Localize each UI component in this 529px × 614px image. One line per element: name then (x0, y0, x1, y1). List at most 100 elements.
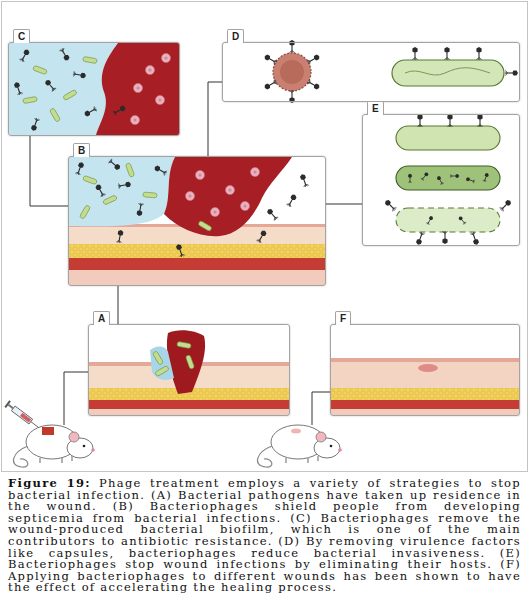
healed-skin-illustration (331, 358, 519, 362)
septicemia-illustration (116, 230, 123, 244)
host-lysis-illustration (363, 114, 519, 246)
capsule-illustration (273, 53, 311, 91)
biofilm-illustration (33, 65, 48, 74)
septicemia-illustration (69, 157, 325, 285)
biofilm-illustration (96, 43, 179, 135)
healed-skin-illustration (331, 362, 519, 388)
host-lysis-illustration (450, 174, 459, 178)
septicemia-illustration (286, 194, 297, 208)
septicemia-illustration (69, 244, 325, 258)
septicemia-illustration (103, 195, 118, 205)
septicemia-illustration (83, 175, 98, 184)
septicemia-illustration (241, 202, 250, 211)
septicemia-illustration (186, 192, 195, 201)
biofilm-illustration (146, 66, 155, 75)
connector-line (208, 82, 222, 156)
mouse-healed (291, 429, 301, 434)
host-lysis-illustration (396, 166, 500, 190)
connector-line (118, 286, 119, 324)
septicemia-illustration (196, 171, 205, 180)
biofilm-illustration (73, 71, 87, 78)
septicemia-illustration (266, 208, 278, 221)
infected-wound-illustration (89, 400, 289, 409)
septicemia-illustration (251, 168, 260, 177)
septicemia-illustration (143, 192, 157, 198)
biofilm-illustration (113, 105, 127, 116)
capsule-illustration (444, 47, 449, 60)
septicemia-illustration (118, 181, 132, 188)
host-lysis-illustration (363, 115, 519, 245)
panel-box: E (362, 114, 520, 246)
biofilm-illustration (19, 49, 30, 63)
septicemia-illustration (69, 270, 325, 285)
healed-skin-illustration (331, 388, 519, 400)
septicemia-illustration (154, 165, 168, 176)
host-lysis-illustration (447, 114, 452, 127)
host-lysis-illustration (442, 231, 447, 244)
leader-line (64, 372, 89, 425)
mouse-healed (286, 456, 318, 463)
capsule-illustration (405, 68, 490, 75)
septicemia-illustration (300, 173, 309, 187)
host-lysis-illustration (436, 175, 444, 185)
syringe (20, 413, 31, 423)
leader-line (312, 392, 331, 425)
healed-skin-illustration (331, 325, 519, 415)
host-lysis-illustration (420, 172, 429, 181)
mouse-treated (13, 425, 94, 467)
capsule-illustration (476, 47, 481, 60)
infected-wound-illustration (155, 365, 170, 376)
capsule-illustration (392, 60, 504, 86)
septicemia-illustration (75, 161, 84, 175)
infected-wound-illustration (185, 355, 194, 370)
infected-wound-illustration (152, 351, 163, 366)
mouse-healed (338, 448, 342, 452)
host-lysis-illustration (384, 199, 397, 212)
biofilm-illustration (14, 81, 23, 95)
biofilm-illustration (44, 79, 56, 92)
mouse-treated (91, 448, 95, 452)
septicemia-illustration (95, 184, 106, 198)
mouse-treated (13, 446, 28, 467)
capsule-illustration (307, 79, 321, 90)
biofilm-illustration (9, 43, 179, 135)
mouse-treated (69, 432, 79, 442)
septicemia-illustration (108, 159, 121, 171)
panel-letter: C (13, 29, 30, 43)
infected-wound-illustration (89, 325, 289, 415)
mouse-treated (83, 445, 86, 448)
caption-text: Phage treatment employs a variety of str… (8, 476, 521, 594)
infected-wound-illustration (89, 409, 289, 415)
panel-letter: A (93, 311, 110, 325)
healed-skin-illustration (331, 409, 519, 415)
panel-box: B (68, 156, 326, 286)
biofilm-illustration (84, 106, 98, 117)
capsule-illustration (223, 40, 519, 103)
septicemia-illustration (136, 203, 143, 217)
biofilm-illustration (131, 116, 140, 125)
panel-letter: E (367, 101, 384, 115)
panel-box: D (222, 42, 520, 102)
panel-letter: D (227, 29, 244, 43)
septicemia-illustration (198, 220, 213, 231)
infected-wound-illustration (150, 346, 174, 380)
biofilm-illustration (49, 108, 60, 123)
healed-skin-illustration (331, 325, 519, 415)
biofilm-illustration (162, 54, 171, 63)
host-lysis-illustration (396, 126, 500, 150)
capsule-illustration (412, 47, 417, 60)
panel-letter: F (335, 311, 351, 325)
biofilm-illustration (156, 96, 165, 105)
mouse-healed (257, 425, 341, 467)
septicemia-illustration (256, 230, 267, 244)
capsule-illustration (264, 79, 278, 90)
biofilm-illustration (134, 84, 143, 93)
mouse-healed (316, 432, 326, 442)
biofilm-illustration (31, 118, 40, 132)
host-lysis-illustration (396, 208, 500, 232)
infected-wound-illustration (167, 330, 205, 394)
host-lysis-illustration (408, 174, 412, 183)
septicemia-illustration (164, 157, 292, 236)
